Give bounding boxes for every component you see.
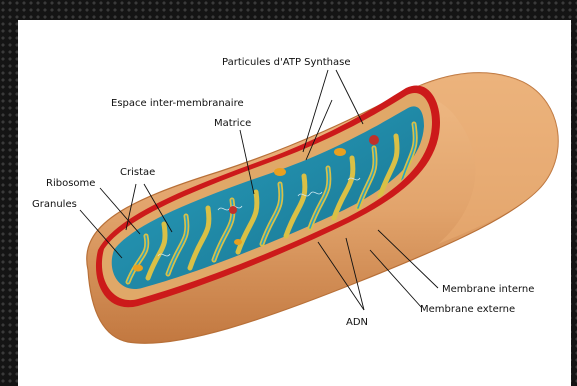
label-matrix: Matrice <box>214 118 251 129</box>
mitochondrion-diagram: Particules d'ATP Synthase Espace inter-m… <box>18 20 571 386</box>
label-cristae: Cristae <box>120 167 155 178</box>
label-outer-membrane: Membrane externe <box>420 304 515 315</box>
label-dna: ADN <box>346 317 368 328</box>
label-intermembrane-space: Espace inter-membranaire <box>111 98 244 109</box>
label-ribosome: Ribosome <box>46 178 95 189</box>
label-atp-synthase: Particules d'ATP Synthase <box>222 57 351 68</box>
label-inner-membrane: Membrane interne <box>442 284 534 295</box>
label-granules: Granules <box>32 199 77 210</box>
